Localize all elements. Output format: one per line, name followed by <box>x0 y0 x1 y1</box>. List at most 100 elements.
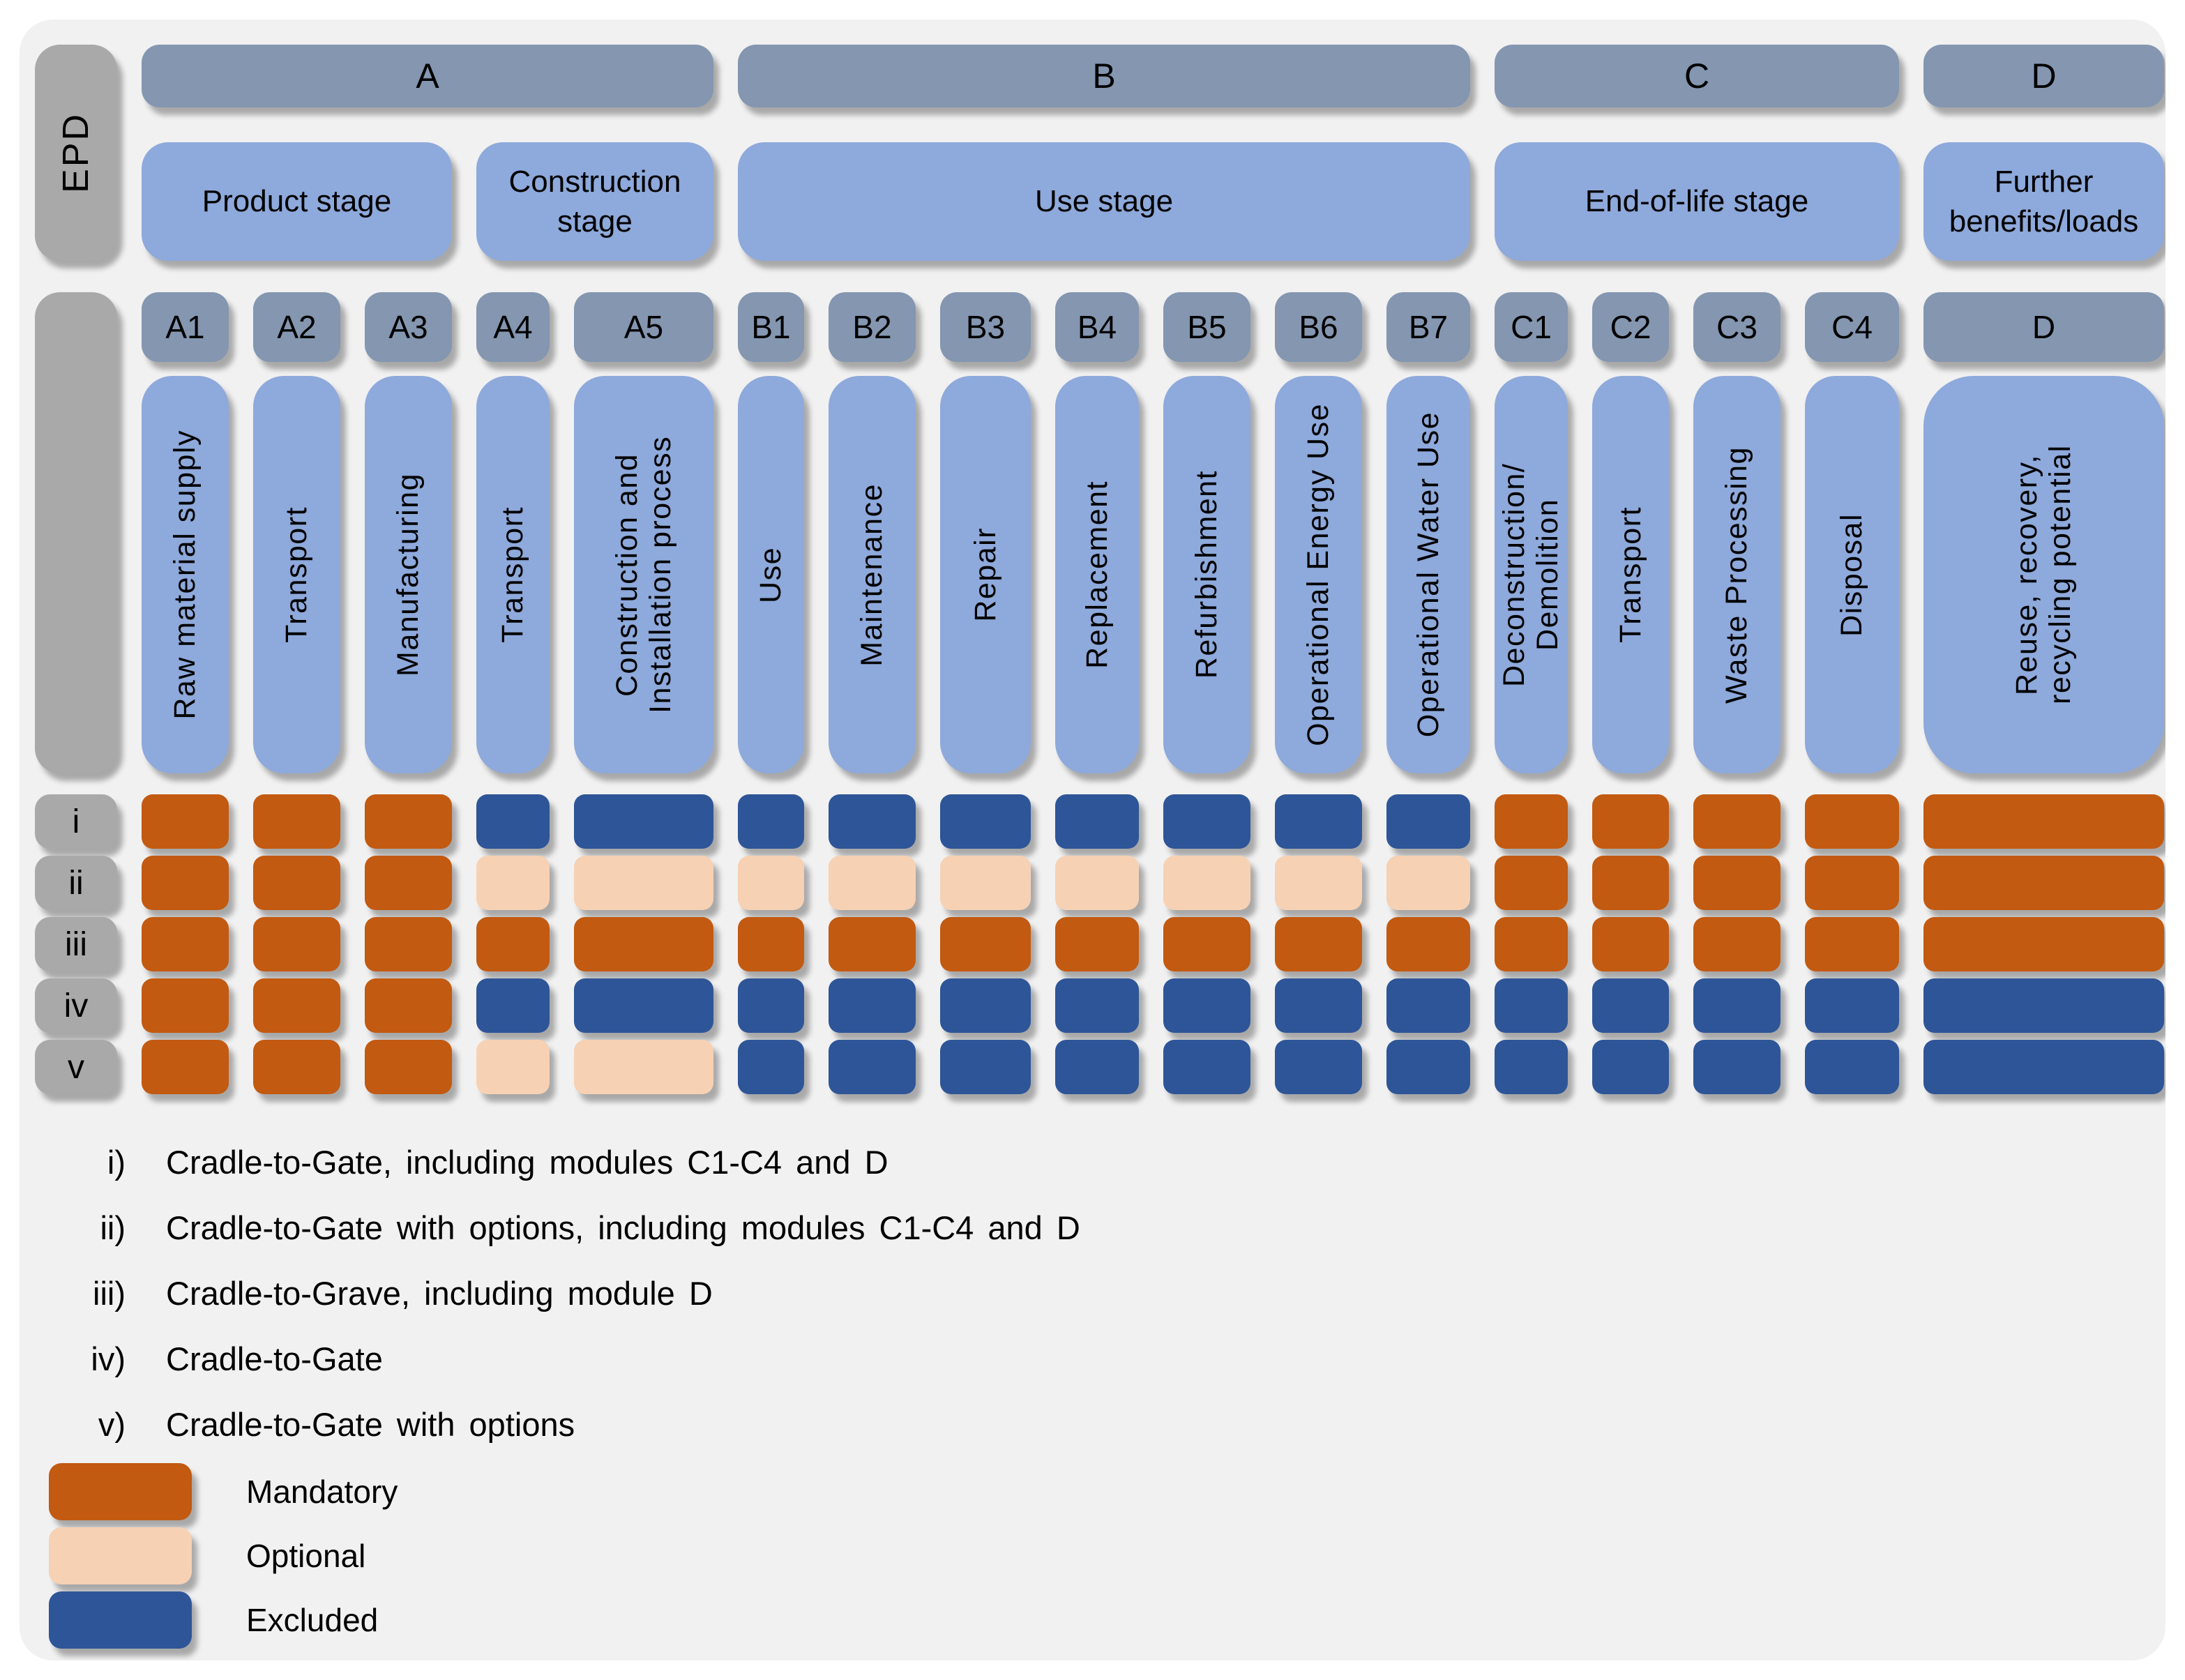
cell-ii-A4 <box>476 856 550 910</box>
cell-i-D <box>1923 794 2164 849</box>
module-box-B5: Refurbishment <box>1163 376 1250 773</box>
scope-notes: i) Cradle-to-Gate, including modules C1-C… <box>49 1129 2165 1457</box>
cell-iv-B3 <box>940 978 1031 1033</box>
cell-v-B3 <box>940 1040 1031 1094</box>
cell-iv-C1 <box>1495 978 1568 1033</box>
cell-iii-A2 <box>253 917 340 971</box>
cell-iv-A1 <box>142 978 229 1033</box>
cell-v-A3 <box>365 1040 452 1094</box>
module-box-A4: Transport <box>476 376 550 773</box>
cell-v-A4 <box>476 1040 550 1094</box>
scope-note-ii: ii)Cradle-to-Gate with options, includin… <box>49 1195 2165 1260</box>
cell-ii-C2 <box>1592 856 1669 910</box>
cell-i-B1 <box>738 794 804 849</box>
cell-iii-C2 <box>1592 917 1669 971</box>
stage-end-of-life-stage: End-of-life stage <box>1495 142 1899 261</box>
cell-i-B5 <box>1163 794 1250 849</box>
cell-ii-B4 <box>1055 856 1139 910</box>
module-box-A3-text: Manufacturing <box>391 473 425 676</box>
row-label-ii: ii <box>35 856 117 910</box>
legend-row-mandatory: Mandatory <box>49 1460 2165 1524</box>
legend-label-optional: Optional <box>246 1538 366 1574</box>
cell-iii-D <box>1923 917 2164 971</box>
module-code-C1-text: C1 <box>1511 309 1552 345</box>
module-code-A4-text: A4 <box>493 309 533 345</box>
group-header-D: D <box>1923 45 2164 107</box>
scope-note-numeral: v) <box>98 1405 126 1443</box>
module-box-C4-text: Disposal <box>1835 513 1869 637</box>
module-code-C1: C1 <box>1495 292 1568 362</box>
module-code-C2-text: C2 <box>1610 309 1651 345</box>
cell-ii-B1 <box>738 856 804 910</box>
row-label-i: i <box>35 794 117 849</box>
scope-note-iv: iv)Cradle-to-Gate <box>49 1326 2165 1391</box>
legend-swatch-optional <box>49 1527 192 1584</box>
cell-v-B4 <box>1055 1040 1139 1094</box>
cell-iv-B2 <box>829 978 916 1033</box>
cell-iii-A3 <box>365 917 452 971</box>
module-code-A5-text: A5 <box>623 309 664 345</box>
group-header-A-text: A <box>416 56 439 96</box>
stage-construction-stage: Construction stage <box>476 142 713 261</box>
module-code-B7-text: B7 <box>1408 309 1449 345</box>
module-box-A2-text: Transport <box>280 506 314 643</box>
module-box-B6-text: Operational Energy Use <box>1301 403 1336 746</box>
cell-v-D <box>1923 1040 2164 1094</box>
module-code-D: D <box>1923 292 2164 362</box>
module-box-A1: Raw material supply <box>142 376 229 773</box>
cell-v-B1 <box>738 1040 804 1094</box>
cell-iv-C4 <box>1805 978 1899 1033</box>
cell-iv-B4 <box>1055 978 1139 1033</box>
cell-v-B7 <box>1386 1040 1470 1094</box>
epd-label-text: EPD <box>55 112 96 193</box>
cell-iii-B2 <box>829 917 916 971</box>
cell-iii-B4 <box>1055 917 1139 971</box>
row-label-iii-text: iii <box>65 925 87 963</box>
cell-i-A2 <box>253 794 340 849</box>
cell-ii-A5 <box>574 856 713 910</box>
legend-label-mandatory: Mandatory <box>246 1474 398 1510</box>
module-box-B2-text: Maintenance <box>855 483 889 667</box>
legend-label-excluded: Excluded <box>246 1602 379 1638</box>
cell-i-B4 <box>1055 794 1139 849</box>
group-header-D-text: D <box>2031 56 2057 96</box>
stage-product-stage-text: Product stage <box>202 184 392 219</box>
cell-iv-A2 <box>253 978 340 1033</box>
legend-swatch-excluded <box>49 1591 192 1649</box>
legend-row-optional: Optional <box>49 1524 2165 1588</box>
group-header-B: B <box>738 45 1470 107</box>
module-box-C3: Waste Processing <box>1693 376 1780 773</box>
cell-i-B6 <box>1275 794 1362 849</box>
cell-ii-B2 <box>829 856 916 910</box>
cell-iii-B1 <box>738 917 804 971</box>
module-box-A1-text: Raw material supply <box>168 430 202 720</box>
scope-note-text: Cradle-to-Grave, including module D <box>166 1274 713 1312</box>
cell-iii-B7 <box>1386 917 1470 971</box>
module-box-A5: Construction and Installation process <box>574 376 713 773</box>
stage-use-stage-text: Use stage <box>1034 184 1174 219</box>
scope-note-text: Cradle-to-Gate, including modules C1-C4 … <box>166 1143 889 1181</box>
module-code-B6-text: B6 <box>1299 309 1338 345</box>
cell-ii-C1 <box>1495 856 1568 910</box>
module-code-A5: A5 <box>574 292 713 362</box>
scope-note-iii: iii)Cradle-to-Grave, including module D <box>49 1260 2165 1326</box>
cell-iii-A5 <box>574 917 713 971</box>
module-code-B2-text: B2 <box>852 309 892 345</box>
cell-ii-A3 <box>365 856 452 910</box>
group-header-A: A <box>142 45 713 107</box>
cell-iii-C1 <box>1495 917 1568 971</box>
cell-v-A5 <box>574 1040 713 1094</box>
cell-iii-A4 <box>476 917 550 971</box>
group-header-C-text: C <box>1684 56 1710 96</box>
scope-note-numeral: i) <box>107 1143 126 1181</box>
row-label-iv: iv <box>35 978 117 1033</box>
module-box-D-text: Reuse, recovery, recycling potential <box>2010 444 2078 705</box>
module-box-B5-text: Refurbishment <box>1190 470 1224 679</box>
module-code-B3-text: B3 <box>965 309 1006 345</box>
cell-v-B6 <box>1275 1040 1362 1094</box>
row-label-ii-text: ii <box>68 864 84 902</box>
legend-row-excluded: Excluded <box>49 1588 2165 1652</box>
module-box-C1: Deconstruction/ Demolition <box>1495 376 1568 773</box>
module-code-A2: A2 <box>253 292 340 362</box>
